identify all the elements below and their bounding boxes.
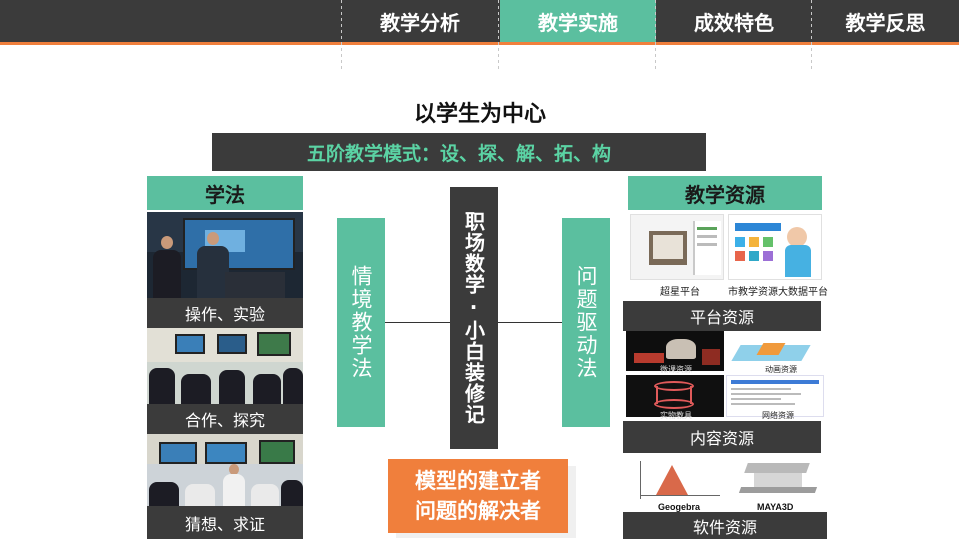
teaching-mode-banner: 五阶教学模式：设、探、解、拓、构	[212, 133, 706, 171]
learning-methods-heading: 学法	[147, 176, 303, 210]
physical-teaching-aid-thumbnail	[626, 375, 724, 417]
tab-results-features[interactable]: 成效特色	[694, 10, 774, 35]
situational-teaching-box: 情境教学法	[337, 218, 385, 427]
workplace-math-box: 职场数学·小白装修记	[450, 187, 498, 449]
tab-teaching-reflection[interactable]: 教学反思	[845, 10, 926, 35]
learning-method-label: 猜想、求证	[147, 506, 303, 539]
content-caption: 网络资源	[762, 411, 794, 420]
micro-lecture-thumbnail	[626, 331, 724, 371]
software-resources-label: 软件资源	[623, 512, 827, 539]
tab-divider	[811, 0, 812, 72]
content-caption: 动画资源	[765, 365, 797, 374]
learning-method-label: 操作、实验	[147, 298, 303, 328]
animation-thumbnail	[726, 331, 824, 371]
role-line-model-builder: 模型的建立者	[415, 469, 541, 493]
problem-driven-box: 问题驱动法	[562, 218, 610, 427]
software-caption: Geogebra	[658, 502, 701, 512]
content-caption: 实物教具	[660, 411, 692, 420]
maya3d-thumbnail	[726, 457, 824, 503]
teaching-resources-heading: 教学资源	[628, 176, 822, 210]
platform-caption: 超星平台	[660, 287, 700, 298]
photo-cooperation-inquiry	[147, 328, 303, 404]
tab-teaching-implementation[interactable]: 教学实施	[500, 0, 656, 42]
tab-teaching-analysis[interactable]: 教学分析	[380, 10, 460, 35]
learning-method-label: 合作、探究	[147, 404, 303, 434]
tab-divider	[498, 0, 499, 72]
geogebra-thumbnail	[626, 457, 724, 503]
top-nav-accent-line	[0, 42, 959, 45]
connector-line-right	[498, 322, 562, 323]
resource-platform-screenshot	[728, 214, 822, 280]
photo-operation-experiment	[147, 212, 303, 298]
photo-conjecture-verification	[147, 434, 303, 506]
tab-divider	[655, 0, 656, 72]
chaoxing-platform-screenshot	[630, 214, 724, 280]
top-nav-bar	[0, 0, 959, 42]
page-title: 以学生为中心	[413, 102, 546, 127]
online-resource-thumbnail	[726, 375, 824, 417]
content-caption: 微课资源	[660, 365, 692, 374]
role-line-problem-solver: 问题的解决者	[415, 499, 541, 523]
software-caption: MAYA3D	[757, 502, 794, 512]
connector-line-left	[385, 322, 450, 323]
learner-role-box: 模型的建立者 问题的解决者	[388, 459, 568, 533]
platform-resources-label: 平台资源	[623, 301, 821, 331]
platform-caption: 市教学资源大数据平台	[728, 287, 828, 298]
content-resources-label: 内容资源	[623, 421, 821, 453]
tab-divider	[341, 0, 342, 72]
